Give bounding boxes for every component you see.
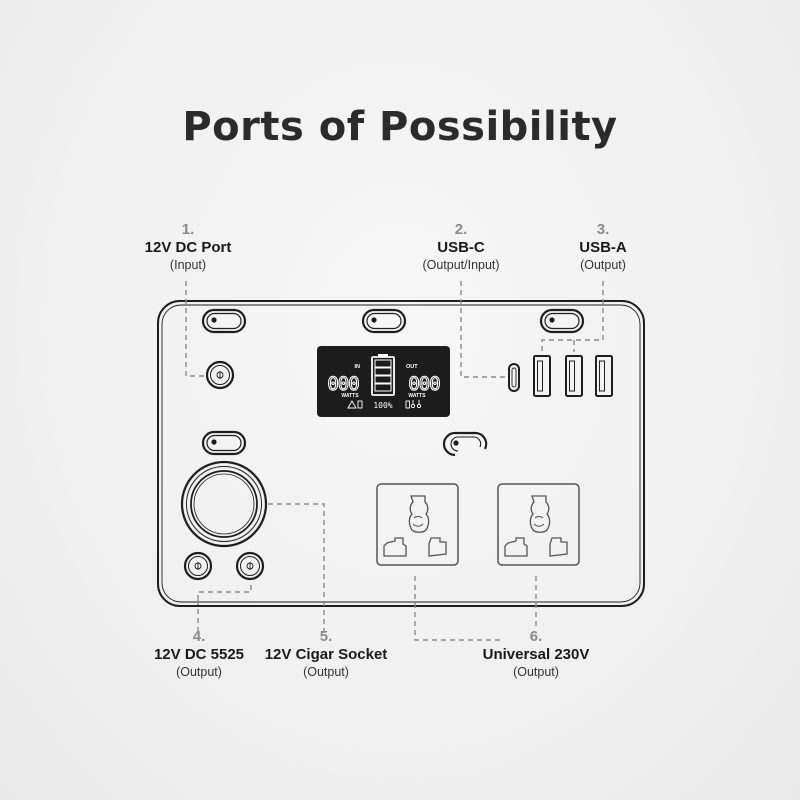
port-type: (Output) xyxy=(513,665,559,679)
screw-slot-icon xyxy=(539,308,585,334)
port-label-12v-dc-5525: 4. 12V DC 5525 (Output) xyxy=(154,628,244,681)
port-label-usb-c: 2. USB-C (Output/Input) xyxy=(422,221,499,274)
battery-small-icon xyxy=(357,400,363,409)
usb-a-port xyxy=(565,355,583,397)
port-name: Universal 230V xyxy=(482,646,590,663)
page-title: Ports of Possibility xyxy=(182,104,618,150)
display-out-label: OUT xyxy=(406,364,418,370)
screw-slot-icon xyxy=(201,308,247,334)
usb-a-port xyxy=(595,355,613,397)
port-name: USB-A xyxy=(579,239,627,256)
cigar-socket-port xyxy=(180,460,268,548)
port-label-12v-dc-input: 1. 12V DC Port (Input) xyxy=(145,221,232,274)
screw-slot-open-icon xyxy=(442,431,488,457)
port-name: 12V DC Port xyxy=(144,239,232,256)
port-number: 4. xyxy=(192,628,206,645)
warning-icon xyxy=(347,400,357,409)
port-label-usb-a: 3. USB-A (Output) xyxy=(579,221,627,274)
display-status-icons xyxy=(347,400,422,409)
power-station-panel xyxy=(157,300,645,607)
leader-lines xyxy=(185,281,604,641)
port-number: 5. xyxy=(319,628,333,645)
dc-5525-port xyxy=(183,551,213,581)
ac-outlet xyxy=(376,483,459,566)
display-out-unit: WATTS xyxy=(408,393,426,399)
display-in-value: 000 xyxy=(327,373,359,395)
port-type: (Output) xyxy=(580,258,626,272)
port-name: USB-C xyxy=(437,239,485,256)
battery-status-icon xyxy=(405,400,410,409)
port-number: 1. xyxy=(181,221,195,238)
port-type: (Output/Input) xyxy=(422,258,500,272)
port-name: 12V DC 5525 xyxy=(153,646,245,663)
thermometer-icon xyxy=(410,403,416,409)
port-number: 6. xyxy=(529,628,543,645)
battery-icon xyxy=(371,354,395,396)
display-battery-percent: 100% xyxy=(373,401,392,410)
dc-input-port xyxy=(205,360,235,390)
port-type: (Output) xyxy=(303,665,349,679)
port-label-universal-230v: 6. Universal 230V (Output) xyxy=(483,628,590,681)
port-label-cigar-socket: 5. 12V Cigar Socket (Output) xyxy=(265,628,388,681)
screw-slot-icon xyxy=(201,430,247,456)
ac-outlet xyxy=(497,483,580,566)
usb-a-port xyxy=(533,355,551,397)
port-number: 3. xyxy=(596,221,610,238)
lcd-display: IN OUT 000 000 WATTS WATTS 100% xyxy=(317,346,450,417)
port-number: 2. xyxy=(454,221,468,238)
port-type: (Input) xyxy=(169,258,207,272)
display-in-label: IN xyxy=(355,364,361,370)
screw-slot-icon xyxy=(361,308,407,334)
port-type: (Output) xyxy=(176,665,222,679)
fan-icon xyxy=(416,403,422,409)
dc-5525-port xyxy=(235,551,265,581)
display-in-unit: WATTS xyxy=(341,393,359,399)
port-name: 12V Cigar Socket xyxy=(264,646,388,663)
display-out-value: 000 xyxy=(408,373,440,395)
usb-c-port xyxy=(508,363,520,392)
